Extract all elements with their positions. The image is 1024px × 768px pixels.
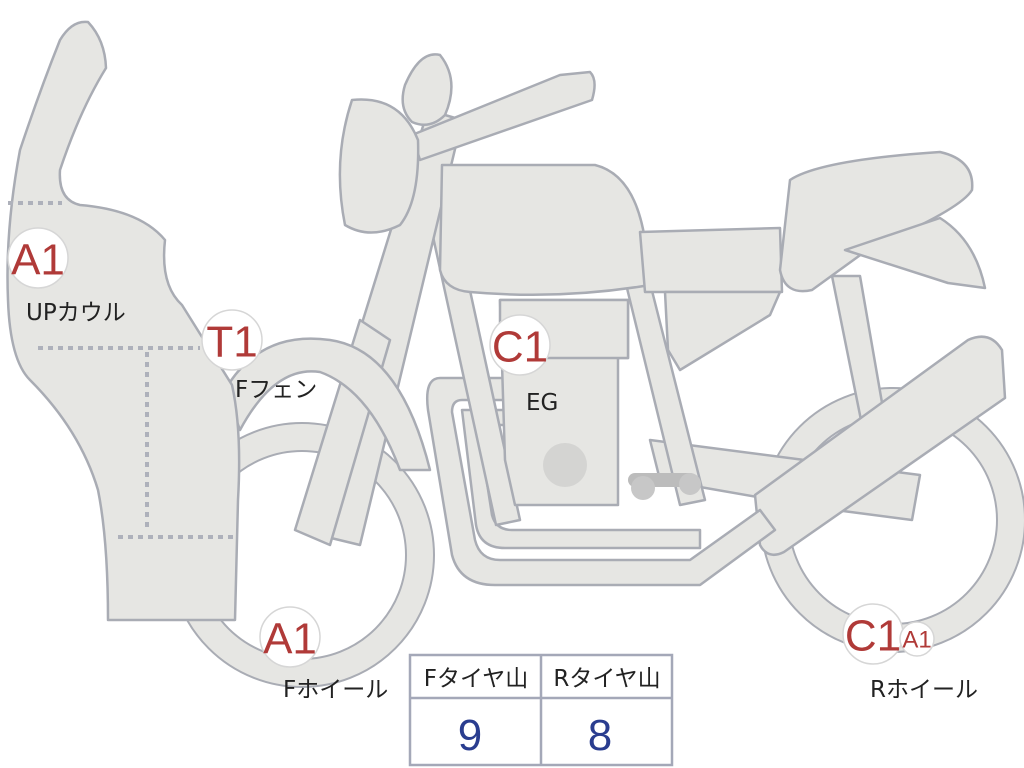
part-label: Fフェン	[235, 377, 317, 403]
tail-cowl	[843, 216, 987, 290]
grade-text: T1	[206, 318, 257, 367]
part-rwheel: C1 A1 Rホイール	[842, 603, 978, 703]
grade-text: A1	[263, 615, 317, 664]
grade-text: C1	[845, 612, 901, 661]
part-label: Fホイール	[283, 677, 388, 703]
front-fender	[223, 337, 432, 472]
upper-cowl	[6, 20, 241, 622]
instrument	[401, 53, 453, 127]
lower-cover	[663, 290, 782, 372]
grade-badge-secondary	[899, 621, 935, 657]
headlight	[338, 98, 420, 234]
rear-shock	[753, 335, 1007, 557]
table-header-front: Fタイヤ山	[424, 666, 529, 692]
part-fwheel: A1 Fホイール	[259, 606, 388, 703]
grade-badge	[259, 606, 321, 668]
part-label: EG	[526, 390, 558, 416]
table-header-rear: Rタイヤ山	[553, 666, 660, 692]
engine-cover	[543, 443, 587, 487]
grade-badge	[201, 309, 263, 371]
front-tread-value: 9	[458, 711, 482, 760]
part-label: Rホイール	[870, 677, 978, 703]
grade-text: C1	[492, 323, 548, 372]
grade-text: A1	[11, 236, 65, 285]
side-cover	[638, 226, 784, 294]
rear-tread-value: 8	[588, 711, 612, 760]
part-engine: C1 EG	[489, 314, 558, 416]
grade-text-secondary: A1	[902, 627, 931, 654]
grade-badge	[7, 227, 69, 289]
part-label: UPカウル	[26, 300, 126, 326]
tire-tread-table: Fタイヤ山 Rタイヤ山 9 8	[408, 653, 674, 767]
footpeg-end	[631, 476, 655, 500]
part-upcowl: A1 UPカウル	[7, 227, 126, 326]
seat	[778, 150, 974, 293]
fuel-tank	[438, 163, 652, 297]
footpeg-end-2	[679, 473, 701, 495]
exhaust-pipe	[426, 376, 777, 587]
part-ffender: T1 Fフェン	[201, 309, 317, 403]
handlebar	[410, 70, 596, 162]
grade-badge	[489, 314, 551, 376]
